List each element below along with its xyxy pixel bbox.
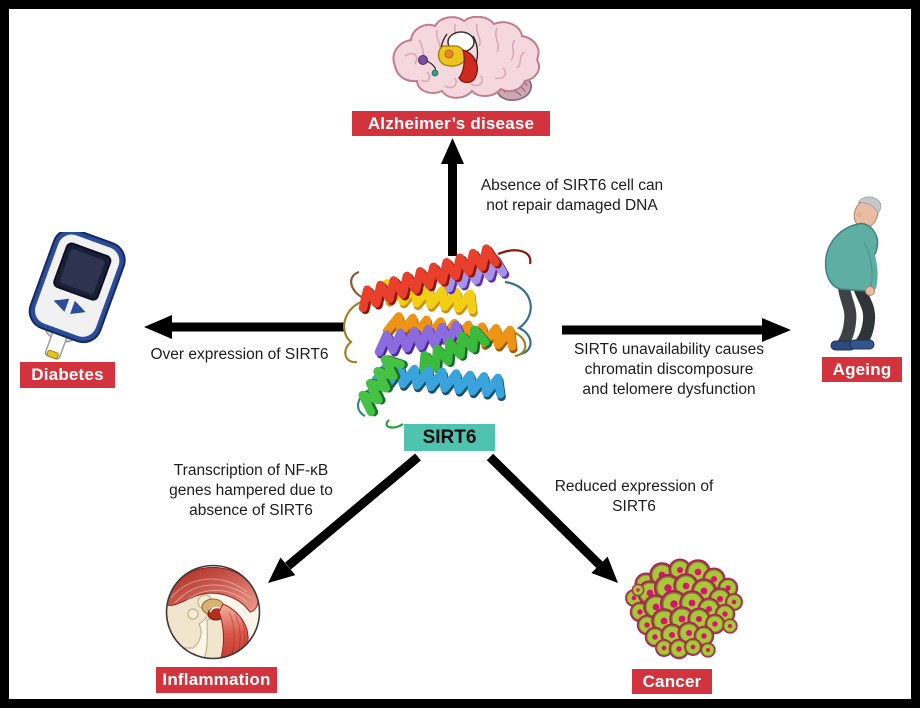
node-label-text: Alzheimer’s disease <box>367 113 535 133</box>
man-hand <box>865 286 875 296</box>
annotation-line: Over expression of SIRT6 <box>150 346 329 363</box>
protein-structure-icon <box>343 238 532 429</box>
annotation-line: Absence of SIRT6 cell can <box>480 177 664 194</box>
loop-strands <box>343 249 532 429</box>
alpha-helices <box>357 247 515 414</box>
annotation-line: chromatin discomposure <box>584 361 754 378</box>
annotation-line: and telomere dysfunction <box>582 381 756 398</box>
annotation-line: Reduced expression of <box>554 478 714 495</box>
muscle-top <box>166 566 259 613</box>
center-label-text: SIRT6 <box>422 426 477 448</box>
man-torso <box>824 222 879 296</box>
meter-button-left <box>53 298 70 312</box>
annotation-line: Transcription of NF-κB <box>173 462 329 479</box>
annotation-line: SIRT6 <box>612 498 656 515</box>
node-label-cancer: Cancer <box>632 669 712 694</box>
man-legs <box>830 282 876 351</box>
edge-note-ageing: SIRT6 unavailability causes chromatin di… <box>560 340 778 400</box>
arrow-to-alzheimers <box>441 138 464 256</box>
edge-note-alzheimers: Absence of SIRT6 cell can not repair dam… <box>452 176 692 216</box>
annotation-line: absence of SIRT6 <box>189 502 313 519</box>
glucose-meter-icon <box>28 232 126 360</box>
node-label-ageing: Ageing <box>822 357 902 382</box>
edge-note-cancer: Reduced expression of SIRT6 <box>534 477 734 517</box>
inflamed-joint-icon <box>165 564 261 660</box>
node-label-alzheimers: Alzheimer’s disease <box>352 111 550 136</box>
node-label-diabetes: Diabetes <box>20 362 115 388</box>
arrow-to-ageing <box>562 318 791 342</box>
annotation-line: SIRT6 unavailability causes <box>573 341 765 358</box>
brain-icon <box>392 16 541 101</box>
cell-cluster <box>625 558 743 659</box>
limbic-structures <box>418 31 479 84</box>
annotation-line: genes hampered due to <box>169 482 333 499</box>
edge-note-diabetes: Over expression of SIRT6 <box>142 345 337 365</box>
arrow-to-diabetes <box>144 315 344 339</box>
man-head <box>853 196 882 229</box>
node-label-text: Cancer <box>642 671 702 691</box>
tumor-cells-icon <box>612 558 764 666</box>
edge-note-inflammation: Transcription of NF-κB genes hampered du… <box>155 461 347 521</box>
arrow-to-cancer <box>486 453 618 583</box>
node-label-text: Ageing <box>832 359 892 379</box>
meter-button-right <box>70 300 86 314</box>
elderly-man-icon <box>824 196 882 351</box>
node-label-text: Inflammation <box>162 670 271 689</box>
annotation-line: not repair damaged DNA <box>486 197 658 214</box>
node-label-text: Diabetes <box>31 365 104 384</box>
arrow-to-inflammation <box>268 453 421 583</box>
center-label-sirt6: SIRT6 <box>404 424 495 451</box>
node-label-inflammation: Inflammation <box>156 667 277 693</box>
man-shoe <box>849 339 875 350</box>
